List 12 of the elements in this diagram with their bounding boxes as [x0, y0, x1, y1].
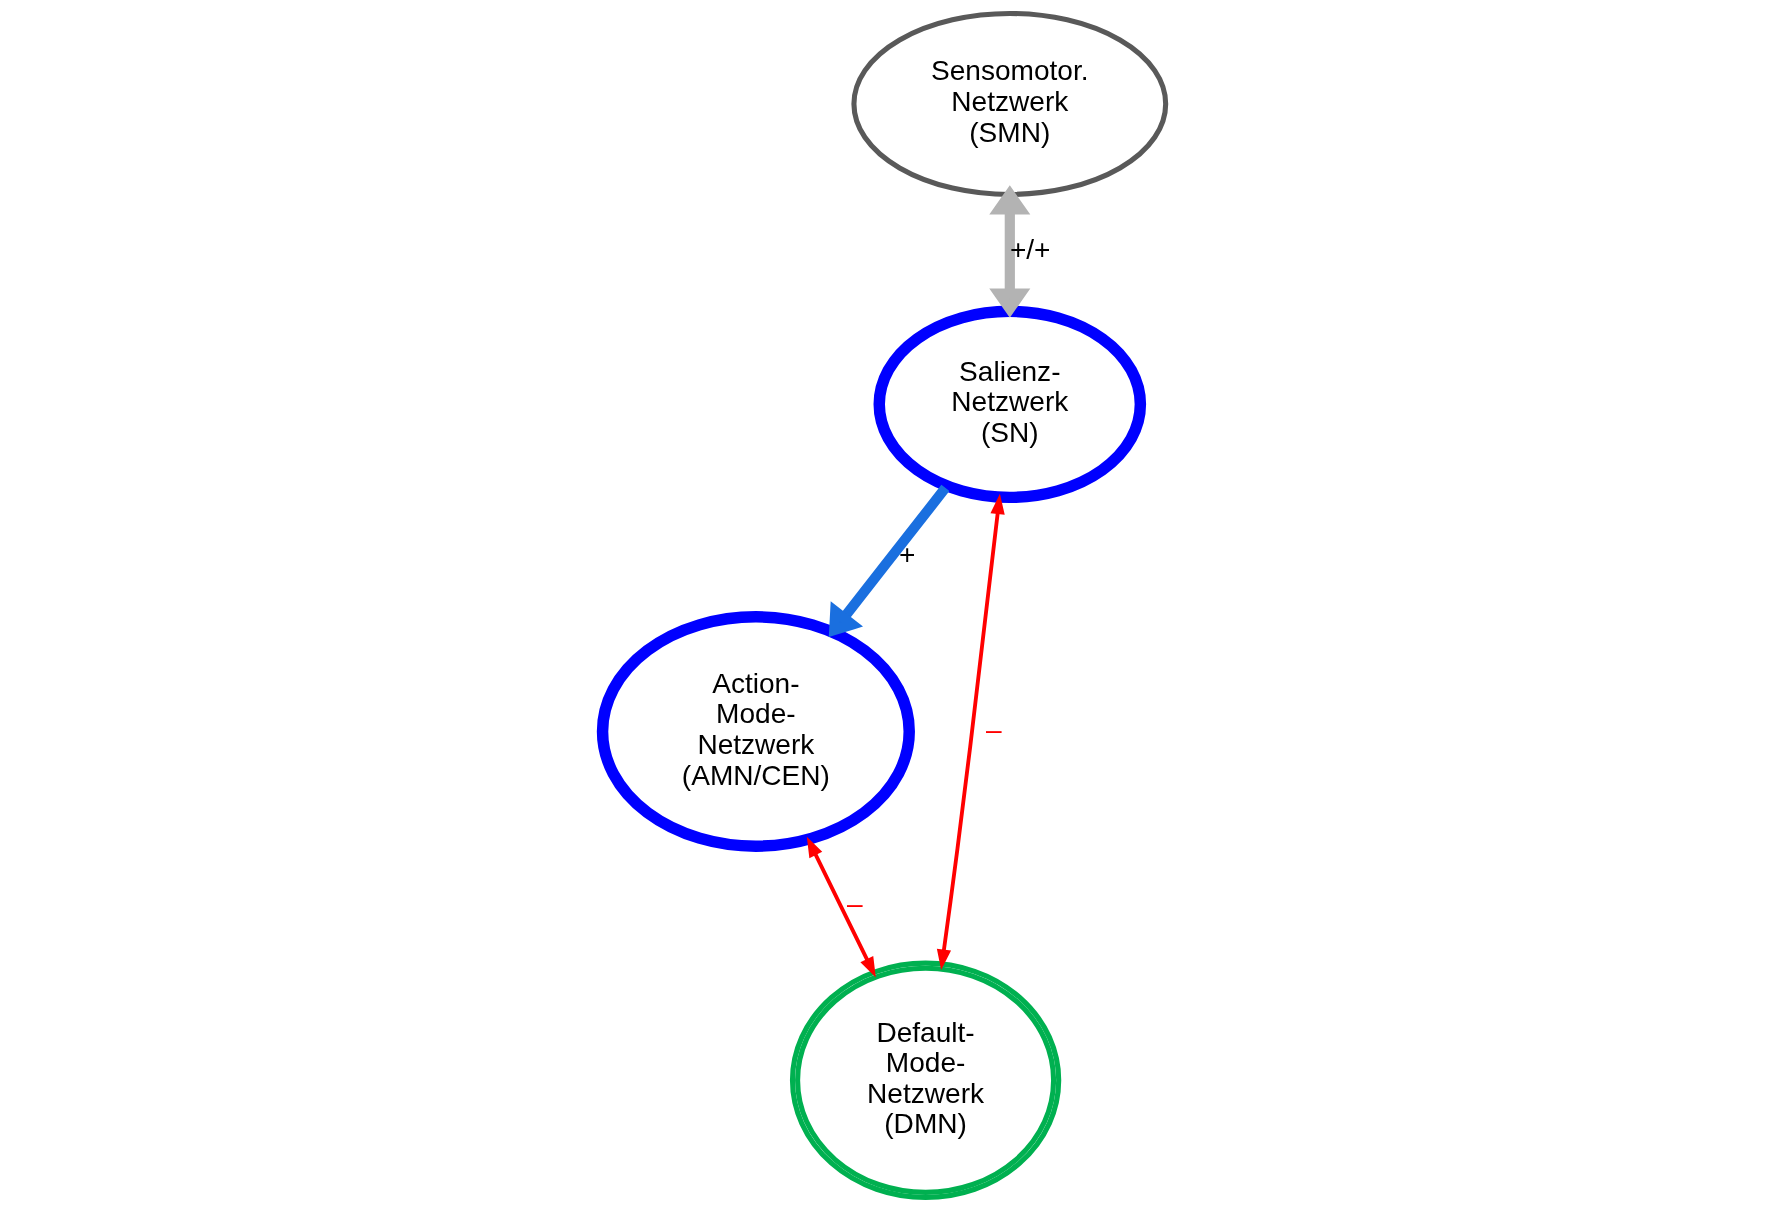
edge-label: –	[985, 713, 1002, 745]
edge-label: +	[898, 539, 915, 571]
arrow	[806, 836, 876, 978]
edge-label: –	[846, 888, 863, 920]
arrow	[828, 484, 949, 638]
node-ellipse: Default- Mode- Netzwerk (DMN)	[789, 960, 1061, 1201]
arrow	[936, 493, 1005, 970]
node-ellipse: Action- Mode- Netzwerk (AMN/CEN)	[596, 611, 915, 852]
edge-label: +/+	[1009, 233, 1051, 265]
node-ellipse: Salienz- Netzwerk (SN)	[873, 305, 1146, 504]
arrow	[988, 185, 1030, 318]
node-ellipse: Sensomotor. Netzwerk (SMN)	[850, 10, 1168, 197]
